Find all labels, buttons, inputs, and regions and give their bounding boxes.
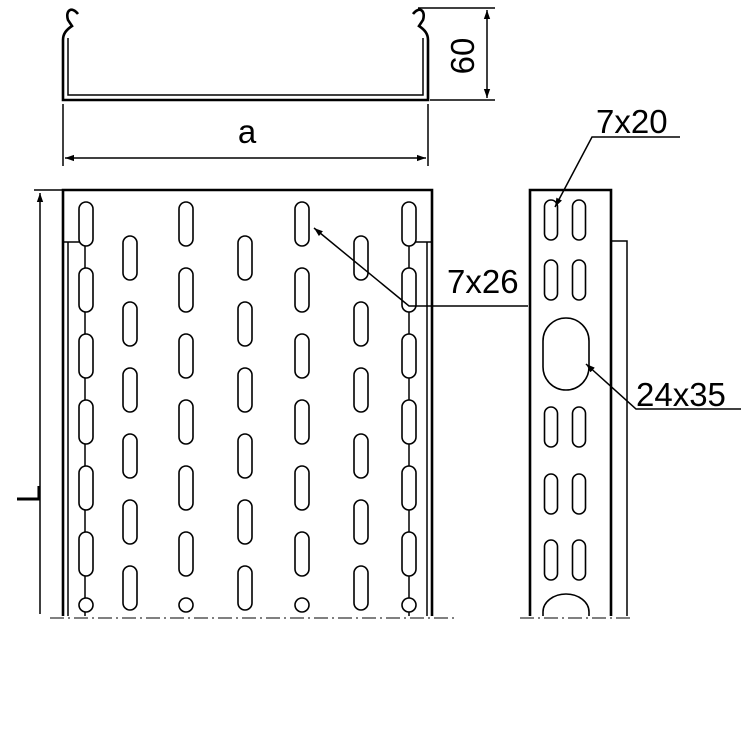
side-hole-leader: [585, 363, 741, 410]
bottom-slot: [401, 597, 417, 613]
bottom-slot: [122, 367, 138, 413]
bottom-slot: [401, 531, 417, 577]
bottom-slot: [78, 267, 94, 313]
bottom-slot: [353, 433, 369, 479]
bottom-slot: [294, 201, 310, 247]
bottom-slot: [294, 465, 310, 511]
side-slot: [543, 473, 559, 515]
bottom-slot: [178, 201, 194, 247]
bottom-slot: [178, 399, 194, 445]
side-slot: [543, 539, 559, 581]
bottom-slot: [294, 597, 310, 613]
bottom-slot: [353, 235, 369, 281]
bottom-slot: [78, 465, 94, 511]
side-slot: [571, 473, 587, 515]
side-slot: [571, 199, 587, 241]
bottom-slot: [122, 235, 138, 281]
bottom-slot: [294, 267, 310, 313]
bottom-slot: [294, 333, 310, 379]
bottom-slot: [178, 333, 194, 379]
bottom-slot: [178, 597, 194, 613]
bottom-slot: [178, 465, 194, 511]
side-slot-label: 7x20: [596, 103, 668, 140]
side-view: 7x20 24x35: [520, 103, 741, 619]
side-outline: [528, 188, 613, 616]
bottom-slot: [122, 499, 138, 545]
bottom-slot: [353, 301, 369, 347]
bottom-slot: [78, 531, 94, 577]
bottom-slot: [401, 399, 417, 445]
side-hole-label: 24x35: [636, 376, 726, 413]
width-label: a: [238, 113, 257, 150]
bottom-slot: [237, 499, 253, 545]
bottom-slot-leader: [313, 227, 528, 307]
bottom-slot: [237, 367, 253, 413]
bottom-slot: [78, 201, 94, 247]
bottom-slot: [78, 597, 94, 613]
bottom-slot: [401, 465, 417, 511]
bottom-slot: [237, 565, 253, 611]
side-large-hole: [542, 317, 590, 391]
length-label: L: [10, 485, 47, 503]
bottom-slot: [122, 301, 138, 347]
side-slot: [571, 539, 587, 581]
side-slot: [571, 406, 587, 448]
bottom-slot: [122, 433, 138, 479]
bottom-slot: [401, 267, 417, 313]
bottom-slot-label: 7x26: [447, 263, 519, 300]
tray-profile-outer: [61, 8, 430, 102]
bottom-slot: [294, 531, 310, 577]
bottom-slot: [237, 433, 253, 479]
bottom-slot: [401, 333, 417, 379]
bottom-slot: [78, 399, 94, 445]
side-slot: [543, 259, 559, 301]
plan-outline: [61, 188, 434, 616]
side-slot: [543, 199, 559, 241]
bottom-slot: [294, 399, 310, 445]
side-slot: [543, 406, 559, 448]
bottom-slot: [122, 565, 138, 611]
bottom-slot: [353, 367, 369, 413]
side-flange: [611, 240, 628, 616]
bottom-slot: [78, 333, 94, 379]
bottom-slot: [353, 565, 369, 611]
side-slots: [543, 199, 587, 581]
side-slot: [571, 259, 587, 301]
side-slot-leader: [554, 136, 680, 208]
side-bottom-half-hole: [542, 593, 590, 616]
cross-section-view: 60 a: [61, 7, 495, 166]
bottom-slot: [178, 267, 194, 313]
bottom-slot: [353, 499, 369, 545]
plan-view: L 7x26: [10, 188, 528, 619]
bottom-slots: [78, 201, 417, 613]
bottom-slot: [178, 531, 194, 577]
tray-profile-inner: [67, 38, 424, 96]
bottom-slot: [237, 301, 253, 347]
bottom-slot: [401, 201, 417, 247]
height-label: 60: [444, 38, 481, 75]
bottom-slot: [237, 235, 253, 281]
